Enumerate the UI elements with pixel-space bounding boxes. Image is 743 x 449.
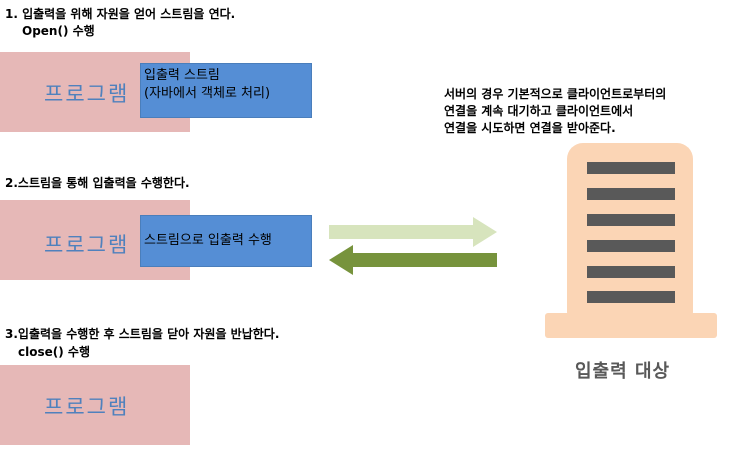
device-slot	[587, 291, 675, 303]
device-base	[545, 313, 717, 338]
step2-program-label: 프로그램	[44, 233, 130, 257]
server-note-line1: 서버의 경우 기본적으로 클라이언트로부터의	[444, 87, 667, 101]
io-target-device-icon	[545, 143, 735, 343]
device-slot	[587, 188, 675, 200]
step1-program-label: 프로그램	[44, 82, 130, 106]
device-slot	[587, 214, 675, 226]
step3-subtitle: close() 수행	[18, 345, 90, 359]
server-note: 서버의 경우 기본적으로 클라이언트로부터의 연결을 계속 대기하고 클라이언트…	[444, 86, 666, 137]
step2-stream-line1: 스트림으로 입출력 수행	[144, 233, 272, 248]
step1-stream-line1: 입출력 스트림	[144, 68, 220, 83]
device-slot	[587, 240, 675, 252]
step1-subtitle: Open() 수행	[22, 24, 95, 38]
step1-stream-box: 입출력 스트림 (자바에서 객체로 처리)	[140, 63, 312, 118]
step2-title: 2.스트림을 통해 입출력을 수행한다.	[5, 176, 190, 190]
step1-title: 1. 입출력을 위해 자원을 얻어 스트림을 연다.	[5, 7, 236, 21]
step3-program-label: 프로그램	[44, 395, 130, 419]
device-slot	[587, 162, 675, 174]
server-note-line2: 연결을 계속 대기하고 클라이언트에서	[444, 104, 634, 118]
step3-program-box	[0, 365, 190, 445]
arrow-right-icon	[329, 217, 497, 247]
step2-stream-box: 스트림으로 입출력 수행	[140, 215, 312, 267]
arrow-left-icon	[329, 245, 497, 275]
target-label: 입출력 대상	[575, 361, 671, 382]
step3-title: 3.입출력을 수행한 후 스트림을 닫아 자원을 반납한다.	[5, 327, 280, 341]
server-note-line3: 연결을 시도하면 연결을 받아준다.	[444, 121, 616, 135]
data-flow-arrows	[329, 217, 497, 275]
step1-stream-line2: (자바에서 객체로 처리)	[144, 86, 271, 101]
device-slot	[587, 266, 675, 278]
